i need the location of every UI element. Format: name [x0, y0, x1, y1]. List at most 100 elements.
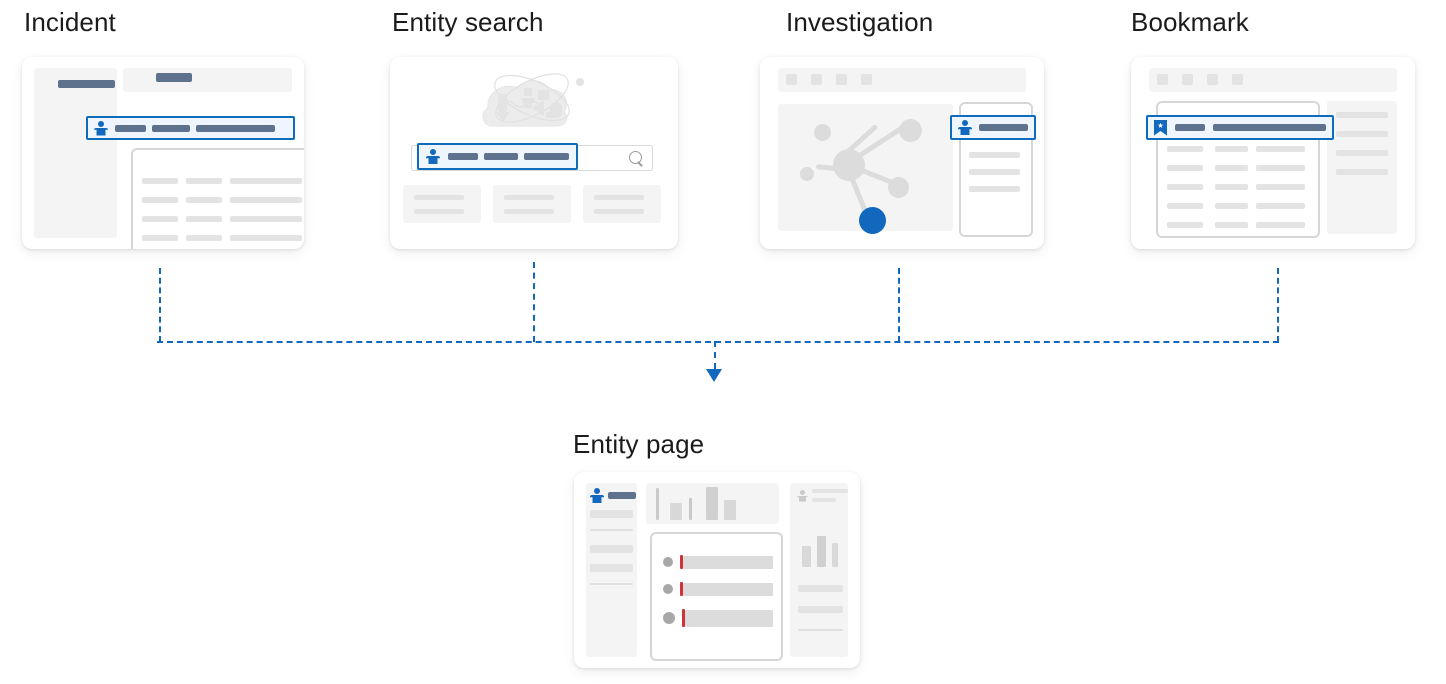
- rail-divider: [590, 583, 633, 585]
- search-result-tile[interactable]: [403, 185, 481, 223]
- details-line: [1336, 150, 1388, 156]
- connector-arrow-stem: [714, 341, 716, 369]
- bookmark-cell: [1215, 203, 1248, 209]
- highlighted-entity-row-entity-search[interactable]: [417, 143, 578, 170]
- person-icon: [797, 489, 808, 502]
- graph-node[interactable]: [800, 167, 814, 181]
- person-icon: [958, 120, 972, 135]
- tile-line: [594, 195, 644, 200]
- source-title-bookmark: Bookmark: [1131, 7, 1249, 37]
- tile-line: [594, 209, 644, 214]
- entity-alerts-panel: [650, 532, 783, 661]
- incident-cell: [142, 178, 178, 184]
- toolbar-button[interactable]: [1207, 74, 1218, 85]
- bookmark-icon: [1154, 119, 1167, 136]
- toolbar-button[interactable]: [811, 74, 822, 85]
- graph-node[interactable]: [899, 119, 922, 142]
- insights-bar: [832, 543, 838, 567]
- alert-list-item[interactable]: [663, 582, 773, 596]
- highlighted-entity-row-bookmark[interactable]: [1146, 115, 1334, 140]
- highlighted-entity-row-investigation[interactable]: [950, 115, 1036, 140]
- rail-block: [590, 545, 633, 553]
- severity-indicator: [680, 555, 683, 569]
- incident-cell: [230, 235, 302, 241]
- incident-cell: [186, 178, 222, 184]
- investigation-side-panel: [959, 102, 1033, 237]
- bookmark-row-field: [1212, 124, 1326, 131]
- alert-status-dot: [663, 612, 675, 624]
- insights-header: [797, 489, 848, 502]
- alert-list-item[interactable]: [663, 609, 773, 627]
- graph-node-center[interactable]: [833, 149, 865, 181]
- details-line: [1336, 112, 1388, 118]
- incident-header-title: [156, 73, 192, 82]
- alert-title: [683, 555, 773, 569]
- tile-line: [414, 195, 464, 200]
- person-icon: [426, 149, 440, 164]
- bookmark-cell: [1167, 222, 1203, 228]
- alert-title: [683, 582, 773, 596]
- entity-identity: [590, 488, 636, 503]
- card-incident[interactable]: [22, 57, 304, 249]
- bookmark-cell: [1167, 165, 1203, 171]
- incident-grid: [131, 148, 304, 249]
- rail-divider: [590, 529, 633, 531]
- insights-bar: [802, 546, 811, 567]
- insights-block: [798, 585, 843, 592]
- rail-block: [590, 510, 633, 518]
- bookmark-cell: [1215, 184, 1248, 190]
- bookmark-row-field: [1175, 124, 1205, 131]
- card-investigation[interactable]: [760, 57, 1044, 249]
- bookmark-cell: [1167, 203, 1203, 209]
- insights-line: [812, 498, 836, 502]
- chart-bar: [670, 503, 682, 520]
- graph-node[interactable]: [814, 124, 831, 141]
- insights-block: [798, 606, 843, 613]
- bookmark-grid: [1156, 101, 1320, 238]
- insights-line: [812, 489, 848, 493]
- card-entity-page[interactable]: [574, 472, 860, 668]
- incident-cell: [142, 235, 178, 241]
- search-hero-illustration: [482, 73, 584, 127]
- search-result-tile[interactable]: [583, 185, 661, 223]
- chart-bar: [706, 487, 718, 520]
- alert-list-item[interactable]: [663, 555, 773, 569]
- chart-bar: [724, 500, 736, 520]
- toolbar-button[interactable]: [1182, 74, 1193, 85]
- search-result-tile[interactable]: [493, 185, 571, 223]
- severity-indicator: [682, 609, 685, 627]
- rail-block: [590, 564, 633, 572]
- bookmark-cell: [1215, 165, 1248, 171]
- incident-left-rail: [34, 68, 117, 238]
- toolbar-button[interactable]: [836, 74, 847, 85]
- graph-node-selected[interactable]: [859, 207, 886, 234]
- toolbar-button[interactable]: [1232, 74, 1243, 85]
- source-title-incident: Incident: [24, 7, 116, 37]
- bookmark-cell: [1256, 203, 1305, 209]
- entity-insights-rail: [790, 483, 848, 657]
- details-line: [1336, 131, 1388, 137]
- source-title-investigation: Investigation: [786, 7, 934, 37]
- source-title-entity-search: Entity search: [392, 7, 544, 37]
- toolbar-button[interactable]: [1157, 74, 1168, 85]
- person-icon: [590, 488, 604, 503]
- chart-bar: [689, 498, 692, 520]
- incident-cell: [230, 178, 302, 184]
- entity-row-field: [196, 124, 275, 132]
- tile-line: [504, 195, 554, 200]
- entity-row-field: [115, 124, 146, 132]
- incident-cell: [142, 216, 178, 222]
- down-arrow-icon: [706, 369, 722, 382]
- entity-row-field: [448, 153, 478, 160]
- toolbar-button[interactable]: [861, 74, 872, 85]
- toolbar-button[interactable]: [786, 74, 797, 85]
- panel-line: [969, 186, 1020, 192]
- incident-cell: [186, 216, 222, 222]
- panel-line: [969, 152, 1020, 158]
- incident-nav-title: [58, 80, 115, 88]
- entity-row-field: [523, 153, 569, 160]
- highlighted-entity-row-incident[interactable]: [86, 116, 295, 140]
- insights-bar: [817, 536, 826, 567]
- graph-node[interactable]: [888, 177, 909, 198]
- card-bookmark[interactable]: [1131, 57, 1415, 249]
